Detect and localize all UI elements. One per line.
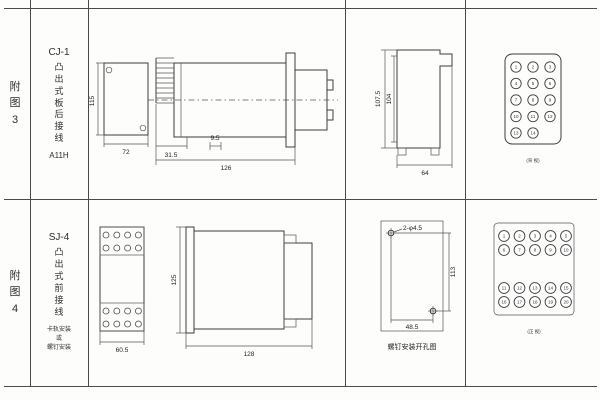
figure4-terminal-top-holes: 1 2 3 4 5 6 7 8 9 10 xyxy=(498,230,572,256)
figure4-drill-holes-dim: 2-φ4.5 xyxy=(403,225,422,232)
svg-text:16: 16 xyxy=(501,300,507,305)
svg-text:12: 12 xyxy=(547,114,553,119)
figure4-drill-height-dim: 113 xyxy=(450,266,457,277)
svg-text:17: 17 xyxy=(517,300,523,305)
figure4-side-height-dim: 125 xyxy=(171,274,178,285)
svg-text:3: 3 xyxy=(534,234,537,239)
figure4-index-label: 附 图 4 xyxy=(9,269,21,315)
svg-text:11: 11 xyxy=(502,286,507,291)
svg-text:12: 12 xyxy=(517,286,523,291)
grid-hline-bottom xyxy=(4,386,597,387)
svg-text:20: 20 xyxy=(563,300,569,305)
figure4-side-length-dim: 128 xyxy=(244,351,255,358)
svg-text:6: 6 xyxy=(549,81,552,86)
figure3-panel-inner-dim: 104 xyxy=(386,93,393,104)
svg-text:8: 8 xyxy=(534,248,537,253)
svg-text:10: 10 xyxy=(563,248,569,253)
figure4-front-width-dim: 60.5 xyxy=(116,347,129,354)
svg-text:1: 1 xyxy=(515,65,518,70)
figure3-front-view: 115 72 xyxy=(89,62,149,156)
figure4-drill-caption: 螺钉安装开孔图 xyxy=(388,342,437,351)
figure3-title-cell: CJ-1 凸 出 式 板 后 接 线 A11H xyxy=(30,8,88,199)
figure4-index-cell: 附 图 4 xyxy=(0,199,30,386)
figure3-side-pin-dim: 31.5 xyxy=(165,152,178,159)
figure4-dimension-drawing: 60.5 125 128 xyxy=(99,226,313,358)
svg-text:19: 19 xyxy=(548,300,554,305)
svg-text:8: 8 xyxy=(532,98,535,103)
svg-text:7: 7 xyxy=(515,98,518,103)
svg-text:14: 14 xyxy=(530,131,536,136)
svg-text:15: 15 xyxy=(563,286,569,291)
figure3-front-width-dim: 72 xyxy=(122,149,130,156)
grid-vline-4 xyxy=(465,0,466,387)
grid-vline-3 xyxy=(345,0,346,387)
figure3-code-label: A11H xyxy=(49,151,69,161)
svg-text:9: 9 xyxy=(549,248,552,253)
figure3-panel-outer-dim: 107.5 xyxy=(375,90,382,107)
figure4-front-bottom-screws xyxy=(102,307,142,328)
figure4-terminal-bottom-holes: 11 12 13 14 15 16 17 18 19 20 xyxy=(498,282,572,308)
figure4-front-view: 60.5 xyxy=(99,226,145,354)
svg-text:5: 5 xyxy=(532,81,535,86)
svg-text:4: 4 xyxy=(549,234,552,239)
grid-hline-top xyxy=(4,8,597,9)
svg-text:6: 6 xyxy=(503,248,506,253)
figure4-drill-view: 2-φ4.5 113 48.5 螺钉安装开孔图 xyxy=(380,220,457,351)
grid-hline-middle xyxy=(4,199,597,200)
figure4-terminal-label: (正 视) xyxy=(527,328,541,335)
figure3-front-height-dim: 115 xyxy=(89,95,96,106)
grid-vline-2 xyxy=(88,0,89,387)
figure3-index-label: 附 图 3 xyxy=(9,80,21,126)
svg-text:18: 18 xyxy=(532,300,538,305)
figure4-model-label: SJ-4 xyxy=(48,232,70,244)
figure4-title-cell: SJ-4 凸 出 式 前 接 线 卡轨安装 或 螺钉安装 xyxy=(30,199,88,386)
figure3-dimension-drawing: 115 72 xyxy=(89,52,338,172)
svg-text:14: 14 xyxy=(548,286,554,291)
figure4-drill-width-dim: 48.5 xyxy=(406,324,419,331)
figure3-panel-drawing: 107.5 104 64 xyxy=(375,49,453,177)
figure3-terminal-label: (背 视) xyxy=(526,157,540,164)
figure3-panel-view: 107.5 104 64 xyxy=(375,49,453,177)
figure4-description: 凸 出 式 前 接 线 xyxy=(54,247,64,317)
figure3-description: 凸 出 式 板 后 接 线 xyxy=(54,61,64,144)
svg-text:5: 5 xyxy=(565,234,568,239)
svg-text:2: 2 xyxy=(518,234,521,239)
svg-text:13: 13 xyxy=(513,131,519,136)
figure3-index-cell: 附 图 3 xyxy=(0,8,30,199)
svg-text:3: 3 xyxy=(549,65,552,70)
figure4-front-top-screws xyxy=(102,231,142,252)
figure3-model-label: CJ-1 xyxy=(48,46,70,58)
svg-text:10: 10 xyxy=(513,114,519,119)
figure3-side-view: 31.5 9.5 126 xyxy=(148,52,338,172)
grid-vline-1 xyxy=(30,0,31,387)
figure3-panel-width-dim: 64 xyxy=(421,170,429,177)
svg-text:7: 7 xyxy=(518,248,521,253)
figure4-side-view: 125 128 xyxy=(171,226,313,358)
svg-text:13: 13 xyxy=(532,286,538,291)
svg-text:11: 11 xyxy=(531,114,536,119)
svg-text:4: 4 xyxy=(515,81,518,86)
svg-text:9: 9 xyxy=(549,98,552,103)
svg-text:1: 1 xyxy=(503,234,506,239)
svg-text:2: 2 xyxy=(532,65,535,70)
figure4-mount-note: 卡轨安装 或 螺钉安装 xyxy=(46,326,71,351)
figure3-side-flange-dim: 9.5 xyxy=(210,135,219,142)
figure3-side-length-dim: 126 xyxy=(221,165,232,172)
figure4-drill-drawing: 2-φ4.5 113 48.5 螺钉安装开孔图 xyxy=(380,220,457,351)
